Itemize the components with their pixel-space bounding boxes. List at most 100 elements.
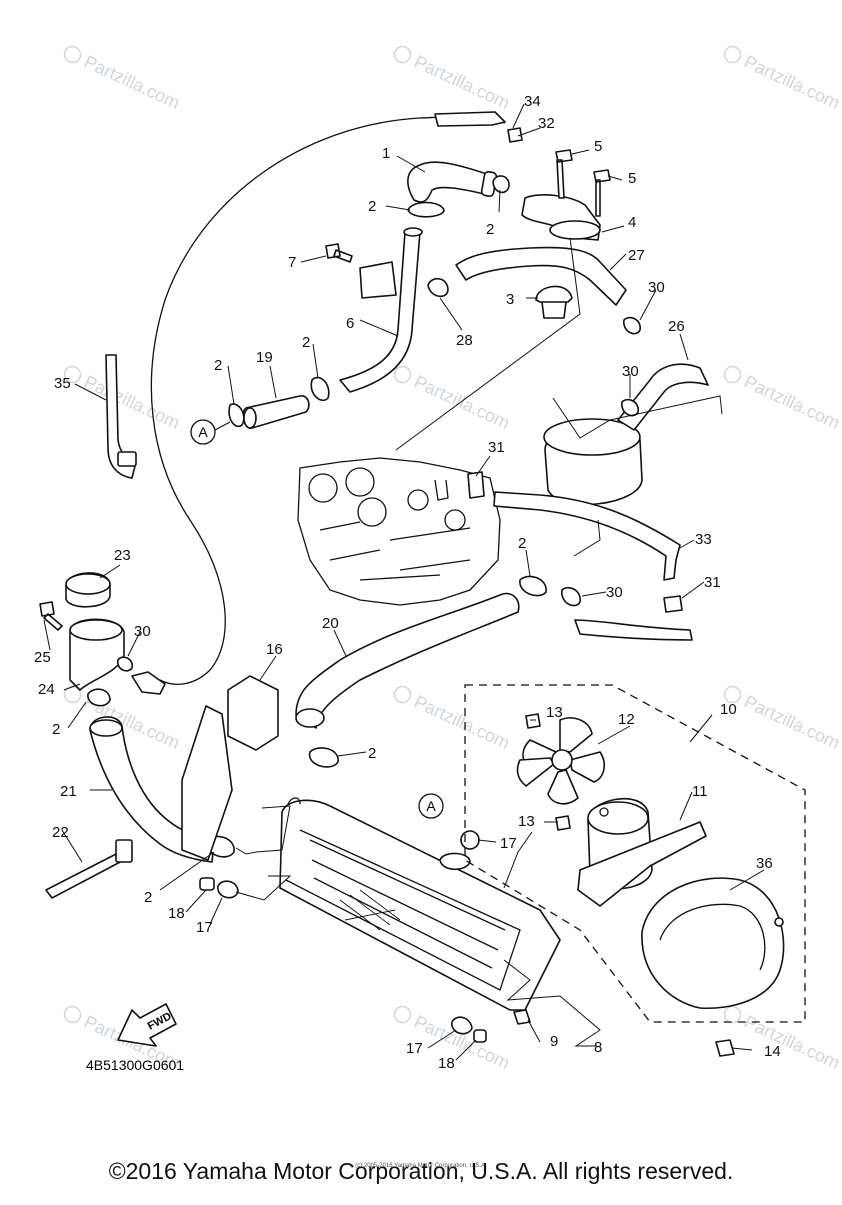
svg-text:A: A <box>426 798 436 814</box>
radiator-cap-neck <box>439 852 471 871</box>
forward-arrow: FWD <box>117 1003 177 1047</box>
hose-lower[interactable] <box>574 619 693 641</box>
callout-14: 14 <box>764 1043 781 1060</box>
bypass-hose-27[interactable] <box>455 246 627 306</box>
callout-12: 12 <box>618 711 635 728</box>
leader-lines <box>43 103 765 1061</box>
thermostat-cover-rim <box>549 220 601 240</box>
watermark: Partzilla.com <box>63 365 183 433</box>
bolt-5a[interactable] <box>555 149 573 199</box>
part-code: 4B51300G0601 <box>86 1057 184 1073</box>
foam-16b <box>181 705 233 861</box>
callout-31a: 31 <box>488 439 505 456</box>
fan-motor-11[interactable] <box>577 797 707 907</box>
fan-shroud-36[interactable] <box>641 877 785 1010</box>
ref-marker-a1: A <box>190 419 216 445</box>
callout-27: 27 <box>628 247 645 264</box>
svg-text:Partzilla.com: Partzilla.com <box>81 51 183 113</box>
nut-13a[interactable] <box>525 713 541 729</box>
callout-36: 36 <box>756 855 773 872</box>
hose-clamp-2g[interactable] <box>87 688 111 707</box>
callout-5b: 5 <box>628 170 636 187</box>
callout-17a: 17 <box>500 835 517 852</box>
grommet-17a[interactable] <box>460 830 480 850</box>
bolt-14[interactable] <box>715 1039 735 1057</box>
callout-2h: 2 <box>144 889 152 906</box>
hose-clamp-2[interactable] <box>407 201 445 218</box>
hose-clamp-29c[interactable] <box>561 586 581 607</box>
callout-22: 22 <box>52 824 69 841</box>
callout-18b: 18 <box>438 1055 455 1072</box>
hose-19-end <box>243 407 257 429</box>
radiator-8[interactable] <box>279 797 561 1011</box>
callout-26: 26 <box>668 318 685 335</box>
hose-clamp-2f[interactable] <box>309 747 339 768</box>
callout-2b: 2 <box>486 221 494 238</box>
strap-35-clip <box>117 451 137 467</box>
callout-13a: 13 <box>546 704 563 721</box>
hose-clamp-29a[interactable] <box>621 398 639 417</box>
watermark: Partzilla.com <box>393 45 513 113</box>
grommet-17c[interactable] <box>451 1016 473 1035</box>
callout-labels: 34 32 1 5 5 2 2 4 27 7 3 30 6 28 26 2 19… <box>34 93 781 1072</box>
sensor-31a[interactable] <box>467 471 485 499</box>
collar-18b[interactable] <box>473 1029 487 1043</box>
hose-clamp-2b[interactable] <box>492 175 510 194</box>
radiator-hose-20[interactable] <box>295 592 520 729</box>
watermark: Partzilla.com <box>723 685 842 753</box>
hose-clamp-2c[interactable] <box>228 403 245 427</box>
bolt-25[interactable] <box>39 601 63 631</box>
thermostat-3[interactable] <box>535 285 573 319</box>
hose-clamp-29b[interactable] <box>623 316 641 335</box>
callout-2e: 2 <box>518 535 526 552</box>
pipe-end-6 <box>403 227 423 237</box>
callout-18a: 18 <box>168 905 185 922</box>
hose-20-end <box>295 708 325 728</box>
callout-13b: 13 <box>518 813 535 830</box>
hose-33[interactable] <box>493 491 681 581</box>
fan-assembly-outline-10 <box>464 684 806 1023</box>
nut-13b[interactable] <box>555 815 571 831</box>
outlet-hose-1[interactable] <box>407 161 491 203</box>
callout-16: 16 <box>266 641 283 658</box>
strap-22[interactable] <box>45 851 125 899</box>
fan-12[interactable] <box>516 717 606 805</box>
grommet-17b[interactable] <box>217 880 239 899</box>
hose-clamp-2d[interactable] <box>310 376 330 402</box>
ref-marker-a2: A <box>418 793 444 819</box>
callout-23: 23 <box>114 547 131 564</box>
watermark: Partzilla.com <box>723 45 842 113</box>
bolt-7[interactable] <box>325 243 353 263</box>
copyright-notice: ©2016 Yamaha Motor Corporation, U.S.A. A… <box>108 1158 734 1184</box>
clamp-30[interactable] <box>117 656 133 672</box>
svg-text:A: A <box>198 424 208 440</box>
reservoir-hose-34[interactable] <box>150 115 506 685</box>
reservoir-hose-end-34 <box>434 111 506 127</box>
svg-text:Partzilla.com: Partzilla.com <box>741 1011 842 1073</box>
callout-24: 24 <box>38 681 55 698</box>
callout-8: 8 <box>594 1039 602 1056</box>
hose-clamp-28[interactable] <box>427 277 449 298</box>
callout-17b: 17 <box>196 919 213 936</box>
clip-32[interactable] <box>507 127 523 143</box>
callout-11: 11 <box>692 783 708 800</box>
nut-9[interactable] <box>513 1009 531 1025</box>
callout-31b: 31 <box>704 574 721 591</box>
coolant-pipe-6[interactable] <box>339 231 421 393</box>
hose-clamp-2e[interactable] <box>519 575 547 597</box>
engine-block <box>297 457 501 606</box>
neck-rim <box>69 619 123 641</box>
callout-3: 3 <box>506 291 514 308</box>
watermark: Partzilla.com <box>63 45 183 113</box>
bolt-5b[interactable] <box>593 169 611 217</box>
svg-text:Partzilla.com: Partzilla.com <box>81 371 183 433</box>
callout-19: 19 <box>256 349 273 366</box>
callout-9: 9 <box>550 1033 558 1050</box>
tank-top <box>543 418 641 456</box>
sensor-31b[interactable] <box>663 595 683 613</box>
svg-text:Partzilla.com: Partzilla.com <box>411 691 513 753</box>
foam-16[interactable] <box>227 675 279 751</box>
cap-top <box>65 573 111 595</box>
collar-18a[interactable] <box>199 877 215 891</box>
